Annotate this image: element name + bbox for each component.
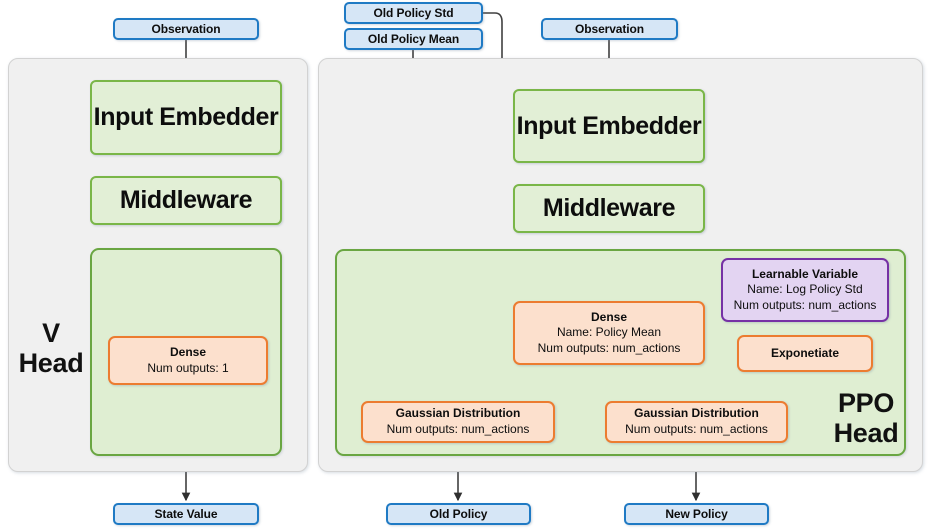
dense-policy-mean[interactable]: Dense Name: Policy Mean Num outputs: num… bbox=[513, 301, 705, 365]
input-embedder-v-label: Input Embedder bbox=[93, 103, 279, 131]
input-old-policy-mean[interactable]: Old Policy Mean bbox=[344, 28, 483, 50]
input-observation-v[interactable]: Observation bbox=[113, 18, 259, 40]
output-new-policy[interactable]: New Policy bbox=[624, 503, 769, 525]
exponetiate[interactable]: Exponetiate bbox=[737, 335, 873, 372]
gaussian-distribution-new-line2: Num outputs: num_actions bbox=[625, 422, 768, 436]
middleware-ppo-label: Middleware bbox=[542, 194, 676, 222]
dense-v[interactable]: Dense Num outputs: 1 bbox=[108, 336, 268, 385]
ppo-head-label-line1: PPO bbox=[837, 388, 895, 418]
gaussian-distribution-old[interactable]: Gaussian Distribution Num outputs: num_a… bbox=[361, 401, 555, 443]
input-observation-v-label: Observation bbox=[151, 22, 221, 36]
input-old-policy-std-label: Old Policy Std bbox=[373, 6, 454, 20]
output-old-policy[interactable]: Old Policy bbox=[386, 503, 531, 525]
gaussian-distribution-old-line2: Num outputs: num_actions bbox=[386, 422, 530, 436]
input-embedder-v[interactable]: Input Embedder bbox=[90, 80, 282, 155]
dense-v-line2: Num outputs: 1 bbox=[147, 360, 229, 375]
dense-v-line1: Dense bbox=[169, 344, 207, 359]
v-head-label-line2: Head bbox=[18, 348, 84, 379]
input-observation-ppo[interactable]: Observation bbox=[541, 18, 678, 40]
learnable-variable-log-policy-std[interactable]: Learnable Variable Name: Log Policy Std … bbox=[721, 258, 889, 322]
input-embedder-ppo-label: Input Embedder bbox=[516, 111, 702, 140]
learnable-variable-line2: Name: Log Policy Std bbox=[747, 282, 863, 297]
output-old-policy-label: Old Policy bbox=[429, 507, 488, 521]
ppo-head-label: PPO Head bbox=[818, 388, 914, 448]
input-old-policy-mean-label: Old Policy Mean bbox=[367, 32, 460, 46]
gaussian-distribution-new[interactable]: Gaussian Distribution Num outputs: num_a… bbox=[605, 401, 788, 443]
middleware-v[interactable]: Middleware bbox=[90, 176, 282, 225]
output-state-value[interactable]: State Value bbox=[113, 503, 259, 525]
gaussian-distribution-old-line1: Gaussian Distribution bbox=[395, 406, 521, 421]
dense-policy-mean-line2: Name: Policy Mean bbox=[556, 325, 662, 340]
v-head-label: V Head bbox=[12, 318, 90, 378]
input-observation-ppo-label: Observation bbox=[575, 22, 644, 36]
middleware-v-label: Middleware bbox=[119, 186, 253, 214]
exponetiate-line1: Exponetiate bbox=[770, 345, 839, 360]
input-embedder-ppo[interactable]: Input Embedder bbox=[513, 89, 705, 163]
dense-policy-mean-line1: Dense bbox=[590, 309, 628, 324]
input-old-policy-std[interactable]: Old Policy Std bbox=[344, 2, 483, 24]
middleware-ppo[interactable]: Middleware bbox=[513, 184, 705, 233]
learnable-variable-line3: Num outputs: num_actions bbox=[733, 297, 877, 312]
output-state-value-label: State Value bbox=[154, 507, 218, 521]
output-new-policy-label: New Policy bbox=[665, 507, 728, 521]
v-head-label-line1: V bbox=[42, 318, 60, 348]
learnable-variable-line1: Learnable Variable bbox=[751, 266, 859, 281]
dense-policy-mean-line3: Num outputs: num_actions bbox=[537, 340, 681, 355]
ppo-head-label-line2: Head bbox=[833, 418, 899, 449]
gaussian-distribution-new-line1: Gaussian Distribution bbox=[634, 406, 759, 421]
